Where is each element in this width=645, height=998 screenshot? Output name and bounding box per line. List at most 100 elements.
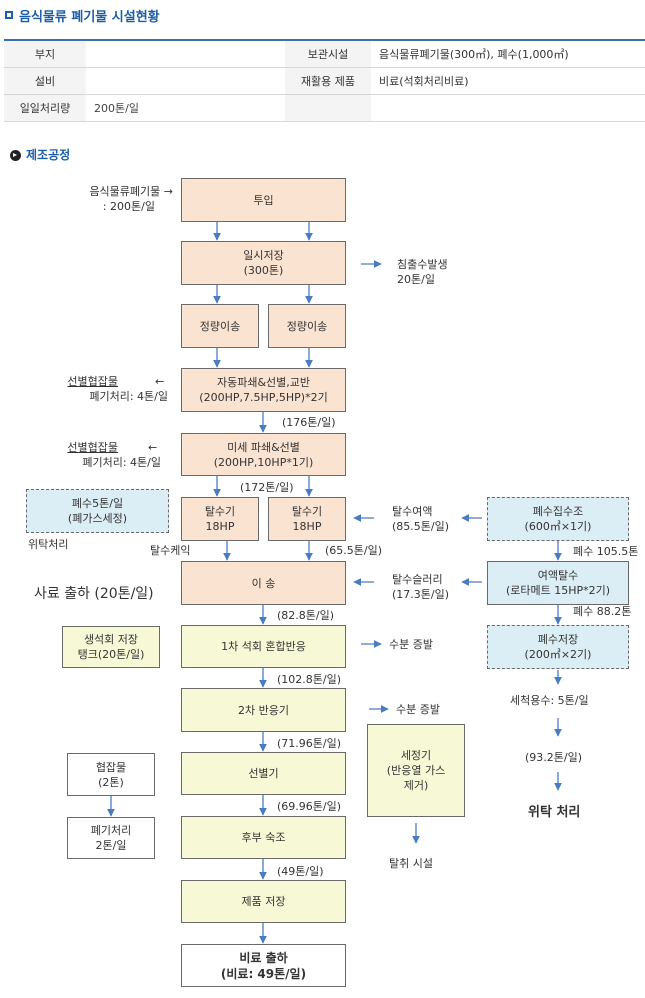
wastewater-storage-box: 폐수저장 (200㎥×2기)	[487, 625, 629, 669]
product-storage-box: 제품 저장	[181, 880, 346, 923]
transfer-box-b: 정량이송	[268, 304, 346, 348]
flow-label: (176톤/일)	[282, 416, 336, 429]
wash-water-label: 세척용수: 5톤/일	[510, 694, 589, 707]
box-text: (300톤)	[243, 264, 284, 277]
box-text: 탈수기	[291, 505, 323, 518]
circle-arrow-icon	[10, 150, 21, 161]
box-text: 선별기	[248, 767, 279, 780]
cake-label: 탈수케익	[150, 544, 191, 557]
box-text: 탱크(20톤/일)	[77, 648, 145, 661]
dewater-box-a: 탈수기 18HP	[181, 497, 259, 541]
table-value: 비료(석회처리비료)	[371, 67, 645, 95]
table-row: 부지 보관시설 음식물류폐기물(300㎥), 폐수(1,000㎥)	[4, 39, 645, 68]
flow-label: 폐수 88.2톤	[573, 605, 632, 618]
label-text: 탈수슬러리	[392, 573, 443, 586]
react2-box: 2차 반응기	[181, 688, 346, 732]
label-text: 폐기처리: 4톤/일	[82, 456, 161, 469]
sorter-box: 선별기	[181, 752, 346, 795]
box-text: 일시저장	[243, 249, 284, 262]
box-text: (200HP,7.5HP,5HP)*2기	[199, 391, 328, 404]
transfer-box-a: 정량이송	[181, 304, 259, 348]
box-text: 1차 석회 혼합반응	[221, 640, 306, 653]
label-text: 20톤/일	[397, 273, 435, 286]
table-row: 설비 재활용 제품 비료(석회처리비료)	[4, 67, 645, 95]
box-text: (600㎥×1기)	[524, 520, 592, 533]
table-value	[86, 39, 285, 68]
evaporation-label: 수분 증발	[389, 638, 433, 651]
disposal-box: 폐기처리 2톤/일	[67, 817, 155, 859]
box-text: 폐수5톤/일	[71, 497, 124, 510]
box-text: (반응열 가스	[386, 764, 446, 777]
aging-box: 후부 숙조	[181, 816, 346, 859]
impurity-box: 협잡물 (2톤)	[67, 753, 155, 796]
flow-label: (102.8톤/일)	[277, 673, 342, 686]
sludge-label: 탈수슬러리 (17.3톤/일)	[392, 572, 449, 602]
table-key: 부지	[4, 39, 86, 68]
box-text: 2차 반응기	[238, 703, 289, 717]
facility-info-table: 부지 보관시설 음식물류폐기물(300㎥), 폐수(1,000㎥) 설비 재활용…	[4, 39, 645, 122]
flow-label: (69.96톤/일)	[277, 800, 342, 813]
flow-label: (82.8톤/일)	[277, 609, 335, 622]
sorted-impurity-label-1: 선별협잡물 폐기처리: 4톤/일	[20, 374, 168, 404]
label-text: 폐기처리: 4톤/일	[89, 390, 168, 403]
box-text: (로타메트 15HP*2기)	[505, 584, 611, 597]
page-header: 음식물류 폐기물 시설현황	[0, 0, 645, 32]
box-text: 세정기	[400, 749, 432, 762]
square-bullet-icon	[5, 11, 13, 19]
lime-tank-box: 생석회 저장 탱크(20톤/일)	[62, 626, 160, 668]
flow-label: (172톤/일)	[240, 481, 294, 494]
fertilizer-shipment-box: 비료 출하 (비료: 49톤/일)	[181, 944, 346, 987]
label-text: 선별협잡물	[67, 441, 118, 454]
box-text: 18HP	[292, 520, 322, 533]
box-text: (200㎥×2기)	[524, 648, 592, 661]
arrow-left-label: ←	[155, 375, 165, 388]
box-text: (200HP,10HP*1기)	[213, 455, 314, 469]
box-text: 협잡물	[95, 760, 127, 774]
box-text: 제품 저장	[241, 895, 286, 908]
section-title: 제조공정	[26, 148, 71, 162]
table-key: 보관시설	[285, 39, 371, 68]
box-text: 생석회 저장	[83, 633, 139, 646]
flow-label: 폐수 105.5톤	[573, 545, 639, 558]
box-text: 18HP	[205, 520, 235, 533]
box-text: 제거)	[403, 779, 429, 792]
box-text: 폐수집수조	[532, 505, 584, 518]
dewater-box-b: 탈수기 18HP	[268, 497, 346, 541]
box-text: 정량이송	[286, 319, 328, 333]
input-note: 음식물류폐기물 → : 200톤/일	[40, 184, 173, 214]
box-text: 탈수기	[204, 505, 236, 518]
consign-label: 위탁처리	[28, 538, 69, 551]
filtrate-dewater-box: 여액탈수 (로타메트 15HP*2기)	[487, 561, 629, 605]
table-key	[285, 94, 371, 122]
filtrate-label: 탈수여액 (85.5톤/일)	[392, 504, 449, 534]
box-text: 폐기처리	[90, 824, 132, 837]
box-text: 2톤/일	[95, 839, 127, 852]
table-row: 일일처리량 200톤/일	[4, 94, 645, 122]
table-value	[86, 67, 285, 95]
page-title: 음식물류 폐기물 시설현황	[19, 10, 160, 25]
table-value: 음식물류폐기물(300㎥), 폐수(1,000㎥)	[371, 39, 645, 68]
label-text: (17.3톤/일)	[392, 588, 450, 601]
crush2-box: 미세 파쇄&선별 (200HP,10HP*1기)	[181, 433, 346, 476]
flow-label: (65.5톤/일)	[325, 544, 383, 557]
feed-shipment-label: 사료 출하 (20톤/일)	[34, 586, 154, 602]
input-box: 투입	[181, 178, 346, 222]
arrow-left-label: ←	[148, 441, 158, 454]
box-text: 여액탈수	[537, 569, 579, 582]
box-text: 비료 출하	[239, 950, 288, 965]
consign-treatment-label: 위탁 처리	[528, 805, 581, 820]
deodorization-label: 탈취 시설	[389, 857, 433, 870]
table-value	[371, 94, 645, 122]
table-value: 200톤/일	[86, 94, 285, 122]
scrubber-box: 세정기 (반응열 가스 제거)	[367, 724, 465, 817]
leachate-label: 침출수발생 20톤/일	[397, 257, 448, 287]
label-text: 선별협잡물	[67, 375, 118, 388]
table-key: 일일처리량	[4, 94, 86, 122]
transport-box: 이 송	[181, 561, 346, 605]
box-text: 폐수저장	[537, 633, 579, 646]
flow-label: (49톤/일)	[277, 865, 324, 878]
flow-label: (71.96톤/일)	[277, 737, 342, 750]
table-key: 설비	[4, 67, 86, 95]
box-text: 이 송	[251, 576, 276, 590]
